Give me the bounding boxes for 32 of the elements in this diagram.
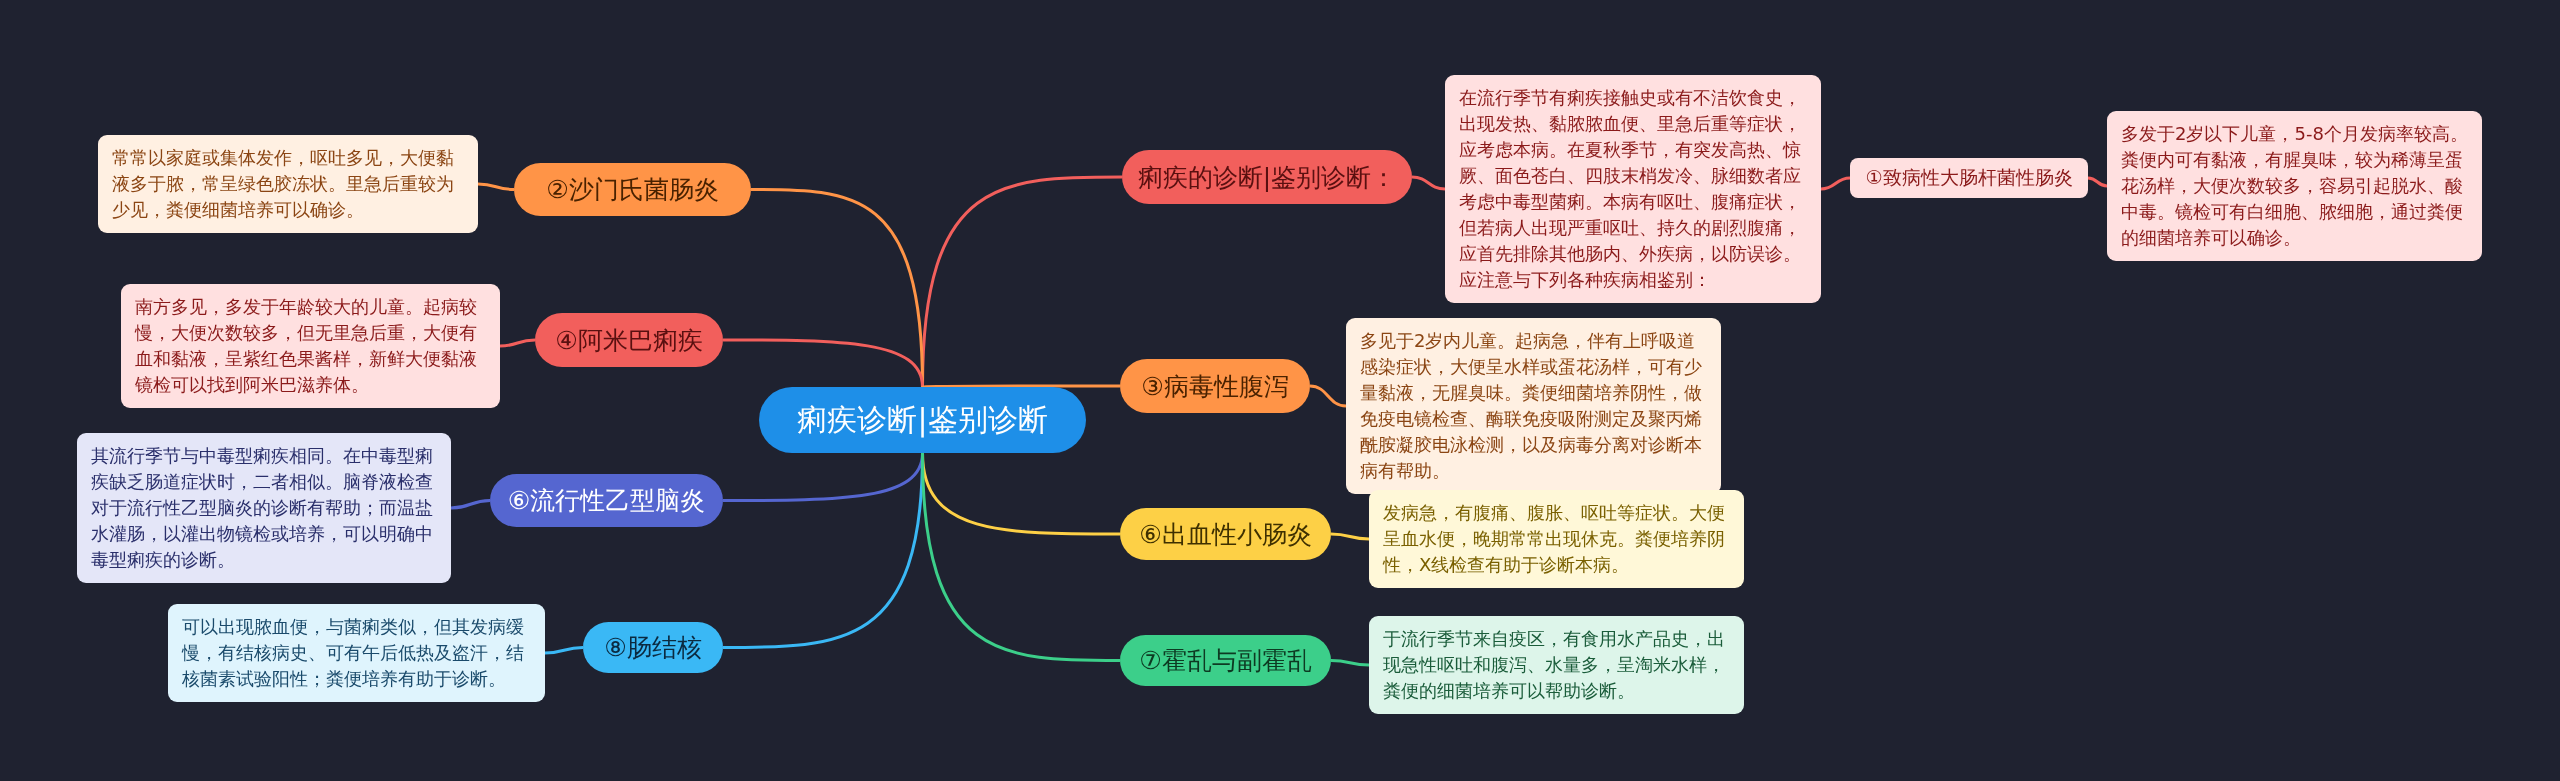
branch-topic: ②沙门氏菌肠炎 xyxy=(514,163,751,216)
connector-line xyxy=(1330,659,1370,667)
connector-line xyxy=(723,338,924,388)
connector-line xyxy=(921,452,1120,662)
connector-line xyxy=(450,499,491,510)
branch-topic: ⑥出血性小肠炎 xyxy=(1120,508,1331,560)
branch-topic: ⑧肠结核 xyxy=(583,622,723,673)
note-card: 可以出现脓血便，与菌痢类似，但其发病缓慢，有结核病史、可有午后低热及盗汗，结核菌素试验阳性；粪便培养有助于诊断。 xyxy=(168,604,545,702)
branch-topic: ⑦霍乱与副霍乱 xyxy=(1120,635,1331,686)
connector-line xyxy=(544,646,584,655)
branch-topic: ④阿米巴痢疾 xyxy=(535,313,723,367)
central-topic: 痢疾诊断|鉴别诊断 xyxy=(759,387,1086,453)
note-card: 发病急，有腹痛、腹胀、呕吐等症状。大便呈血水便，晚期常常出现休克。粪便培养阴性，X线检查有助于诊断本病。 xyxy=(1369,490,1744,588)
note-card: 其流行季节与中毒型痢疾相同。在中毒型痢疾缺乏肠道症状时，二者相似。脑脊液检查对于流行性乙型脑炎的诊断有帮助；而温盐水灌肠，以灌出物镜检或培养，可以明确中毒型痢疾的诊断。 xyxy=(77,433,451,583)
note-card: 在流行季节有痢疾接触史或有不洁饮食史，出现发热、黏脓脓血便、里急后重等症状，应考虑本病。在夏秋季节，有突发高热、惊厥、面色苍白、四肢末梢发冷、脉细数者应考虑中毒型菌痢。本病有呕吐、腹痛症状，但若病人出现严重呕吐、持久的剧烈腹痛，应首先排除其他肠内、外疾病，以防误诊。应注意与下列各种疾病相鉴别： xyxy=(1445,75,1821,303)
connector-line xyxy=(1820,176,1851,191)
connector-line xyxy=(1309,384,1347,408)
note-card: 多发于2岁以下儿童，5-8个月发病率较高。粪便内可有黏液，有腥臭味，较为稀薄呈蛋花汤样，大便次数较多，容易引起脱水、酸中毒。镜检可有白细胞、脓细胞，通过粪便的细菌培养可以确诊。 xyxy=(2107,111,2482,261)
connector-line xyxy=(477,182,515,191)
connector-line xyxy=(499,338,536,348)
subtopic-box: ①致病性大肠杆菌性肠炎 xyxy=(1850,158,2088,198)
connector-line xyxy=(1411,175,1446,191)
connector-line xyxy=(1330,532,1370,541)
branch-topic: 痢疾的诊断|鉴别诊断： xyxy=(1122,150,1412,204)
note-card: 常常以家庭或集体发作，呕吐多见，大便黏液多于脓，常呈绿色胶冻状。里急后重较为少见，粪便细菌培养可以确诊。 xyxy=(98,135,478,233)
connector-line xyxy=(922,384,1120,389)
note-card: 南方多见，多发于年龄较大的儿童。起病较慢，大便次数较多，但无里急后重，大便有血和黏液，呈紫红色果酱样，新鲜大便黏液镜检可以找到阿米巴滋养体。 xyxy=(121,284,500,408)
note-card: 多见于2岁内儿童。起病急，伴有上呼吸道感染症状，大便呈水样或蛋花汤样，可有少量黏液，无腥臭味。粪便细菌培养阴性，做免疫电镜检查、酶联免疫吸附测定及聚丙烯酰胺凝胶电泳检测，以及病毒分离对诊断本病有帮助。 xyxy=(1346,318,1721,494)
branch-topic: ③病毒性腹泻 xyxy=(1120,359,1310,413)
connector-line xyxy=(2087,176,2108,188)
branch-topic: ⑥流行性乙型脑炎 xyxy=(490,474,723,527)
note-card: 于流行季节来自疫区，有食用水产品史，出现急性呕吐和腹泻、水量多，呈淘米水样，粪便的细菌培养可以帮助诊断。 xyxy=(1369,616,1744,714)
